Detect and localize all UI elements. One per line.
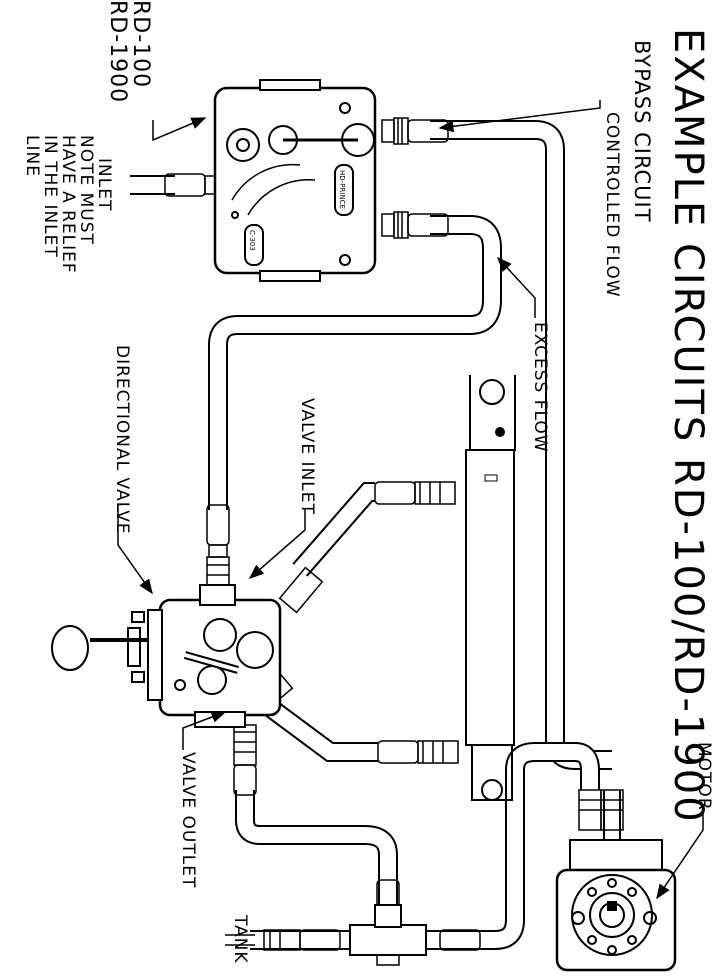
- hose-cylinder-lower: [254, 691, 378, 762]
- label-excess-flow: EXCESS FLOW: [530, 322, 550, 453]
- label-valve-inlet: VALVE INLET: [297, 398, 317, 515]
- label-controlled-flow: CONTROLLED FLOW: [602, 112, 622, 298]
- label-relief-note: NOTE MUST HAVE A RELIEF IN THE INLET LIN…: [22, 135, 96, 274]
- label-directional-valve: DIRECTIONAL VALVE: [112, 345, 132, 535]
- label-motor: MOTOR: [694, 742, 714, 811]
- label-inlet: INLET: [94, 158, 114, 212]
- hose-motor-return: [440, 742, 600, 950]
- valve-brand-text: HD-PRINCE: [338, 170, 346, 209]
- valve-part-text: C-303: [248, 230, 256, 251]
- flow-control-valve: [213, 79, 377, 282]
- directional-valve: [51, 584, 282, 728]
- diagram-subtitle: BYPASS CIRCUIT: [630, 40, 654, 223]
- hydraulic-cylinder: [465, 375, 516, 801]
- diagram-title: EXAMPLE CIRCUITS RD-100/RD-1900: [665, 28, 711, 824]
- hose-valve-outlet: [235, 790, 398, 925]
- label-tank: TANK: [230, 915, 250, 964]
- leader-lines: [117, 100, 704, 946]
- label-model: RD-100 RD-1900: [104, 0, 153, 104]
- tee-fitting: [349, 904, 427, 956]
- hose-cylinder-upper: [292, 482, 376, 577]
- valve-nameplate: HD-PRINCE C-303: [248, 170, 346, 251]
- hydraulic-motor: [555, 839, 677, 972]
- label-valve-outlet: VALVE OUTLET: [178, 752, 198, 889]
- hose-excess-flow: [208, 215, 502, 510]
